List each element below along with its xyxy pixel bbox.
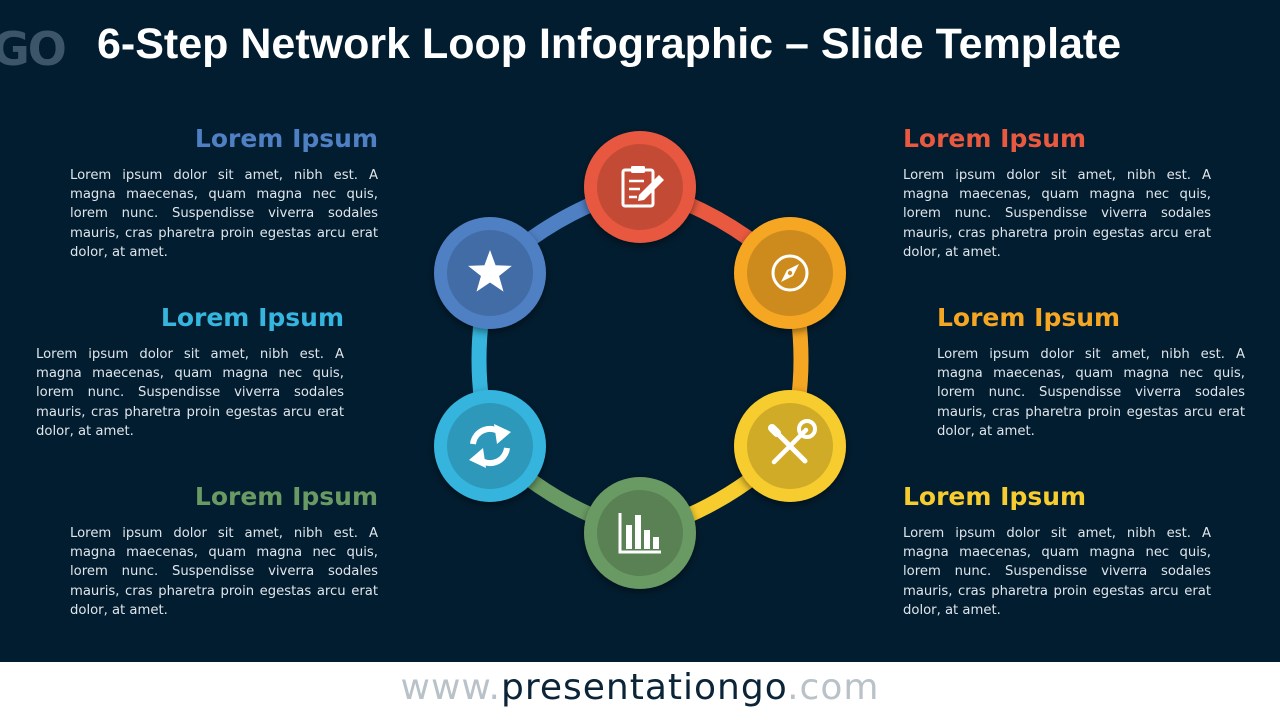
step-node-2: [734, 217, 846, 329]
step-heading-6: Lorem Ipsum: [194, 124, 378, 153]
loop-nodes: [434, 131, 846, 589]
step-body-2: Lorem ipsum dolor sit amet, nibh est. A …: [937, 347, 1245, 439]
step-node-1: [584, 131, 696, 243]
compass-icon: [771, 254, 809, 292]
step-node-5: [434, 390, 546, 502]
step-body-4: Lorem ipsum dolor sit amet, nibh est. A …: [70, 526, 378, 618]
step-node-6: [434, 217, 546, 329]
step-node-core-5: [447, 403, 533, 489]
footer-bar: www.presentationgo.com: [0, 662, 1280, 720]
star-icon: [468, 250, 512, 292]
bar-chart-icon: [618, 513, 661, 554]
step-heading-1: Lorem Ipsum: [903, 124, 1087, 153]
website-url[interactable]: www.presentationgo.com: [0, 667, 1280, 708]
network-loop-diagram: [434, 131, 846, 589]
step-body-6: Lorem ipsum dolor sit amet, nibh est. A …: [70, 168, 378, 260]
brand-logo: GO: [0, 22, 67, 76]
step-heading-2: Lorem Ipsum: [937, 303, 1121, 332]
url-suffix: .com: [787, 667, 880, 708]
step-body-5: Lorem ipsum dolor sit amet, nibh est. A …: [36, 347, 344, 439]
refresh-icon: [469, 424, 511, 468]
step-body-3: Lorem ipsum dolor sit amet, nibh est. A …: [903, 526, 1211, 618]
step-heading-5: Lorem Ipsum: [160, 303, 344, 332]
step-heading-3: Lorem Ipsum: [903, 482, 1087, 511]
tools-icon: [768, 419, 817, 465]
step-node-3: [734, 390, 846, 502]
step-node-core-1: [597, 144, 683, 230]
url-prefix: www.: [400, 667, 501, 708]
slide-title: 6-Step Network Loop Infographic – Slide …: [97, 20, 1122, 68]
step-heading-4: Lorem Ipsum: [194, 482, 378, 511]
clipboard-edit-icon: [621, 166, 664, 208]
url-brand: presentationgo: [501, 667, 788, 708]
step-body-1: Lorem ipsum dolor sit amet, nibh est. A …: [903, 168, 1211, 260]
step-node-4: [584, 477, 696, 589]
